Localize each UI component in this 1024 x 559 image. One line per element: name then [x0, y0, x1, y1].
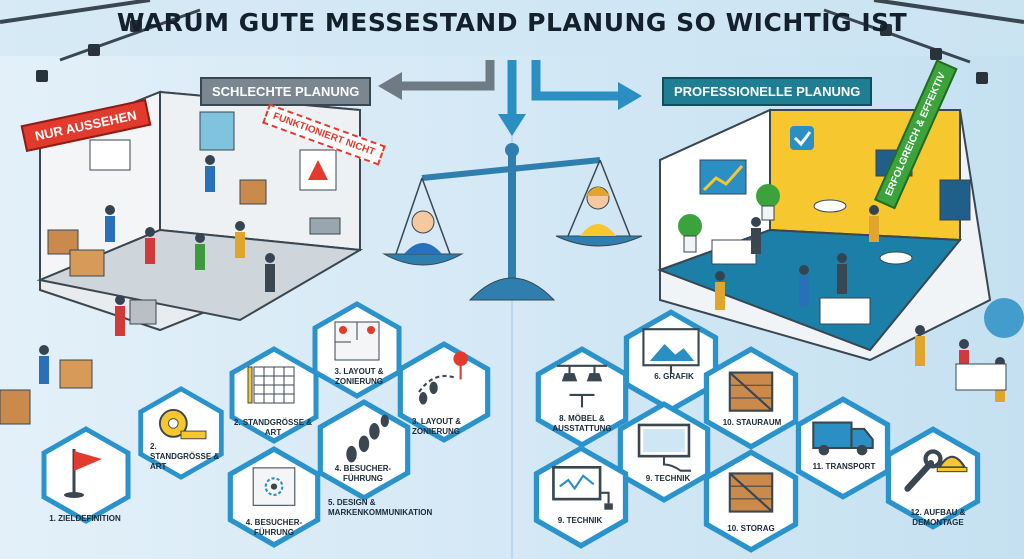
step-label: 3. LAYOUT & ZONIERUNG [334, 367, 384, 386]
hex-step-layout-zonierung [222, 445, 326, 549]
step-label: 2. STANDGRÖSSE & ART [233, 418, 313, 437]
truck-icon [812, 421, 874, 456]
balance-scale-illustration [382, 143, 643, 301]
hex-step-besucherfuehrung [392, 340, 496, 444]
flag-icon [64, 449, 102, 498]
spotlight-icon [36, 20, 988, 84]
step-label: 4. BESUCHER-FÜHRUNG [334, 464, 392, 483]
hex-step-standgroesse [133, 385, 229, 481]
hex-step-stauraum [698, 345, 804, 451]
messy-booth-illustration [0, 90, 364, 425]
page-title: WARUM GUTE MESSESTAND PLANUNG SO WICHTIG… [116, 8, 908, 37]
hex-step-zieldefinition [36, 425, 136, 525]
professional-planning-heading: PROFESSIONELLE PLANUNG [662, 77, 873, 106]
hex-step-transport [790, 395, 896, 501]
ceiling-rail [0, 0, 151, 24]
monitor-icon [637, 423, 692, 472]
floorplan-icon [334, 321, 380, 361]
hex-step-technik-plug [528, 444, 634, 550]
hex-step-aufbau [880, 425, 986, 531]
furniture-icon [557, 364, 607, 408]
grid-ruler-icon [247, 366, 295, 404]
step-label: 2. STANDGRÖSSE & ART [150, 442, 220, 471]
projector-screen-icon [642, 328, 700, 374]
crate-icon [728, 472, 774, 513]
step-label: 9. TECHNIK [645, 474, 691, 483]
step-label: 3. LAYOUT & ZONIERUNG [412, 417, 462, 436]
map-pin-path-icon [418, 351, 468, 405]
monitor-plug-icon [552, 465, 613, 510]
step-label: 1. ZIELDEFINITION [49, 514, 121, 523]
hex-step-moebel [530, 345, 634, 449]
wrench-hardhat-icon [904, 449, 968, 492]
step-label: 12. AUFBAU & DEMONTAGE [910, 508, 966, 527]
title-arrows [378, 60, 642, 136]
hex-step-layout [307, 300, 407, 400]
step-label: 10. STORAG [727, 524, 775, 533]
bad-planning-heading: SCHLECHTE PLANUNG [200, 77, 372, 106]
step-label: 9. TECHNIK [557, 516, 603, 525]
footsteps-icon [346, 414, 389, 463]
footprints-pin-icon [252, 467, 296, 506]
step-label: 4. BESUCHER-FÜHRUNG [245, 518, 303, 537]
hex-step-storag [698, 448, 804, 554]
hex-step-besucherfuehrung-steps [312, 398, 416, 502]
hex-step-technik [612, 400, 716, 504]
step-label: 6. GRAFIK [654, 372, 694, 381]
crate-icon [728, 371, 774, 412]
step-label: 10. STAURAUM [722, 418, 782, 427]
tape-measure-icon [158, 409, 207, 440]
step-label: 8. MÖBEL & AUSSTATTUNG [552, 414, 612, 433]
step-label: 11. TRANSPORT [812, 462, 876, 471]
step-label: 5. DESIGN & MARKENKOMMUNIKATION [328, 498, 433, 517]
